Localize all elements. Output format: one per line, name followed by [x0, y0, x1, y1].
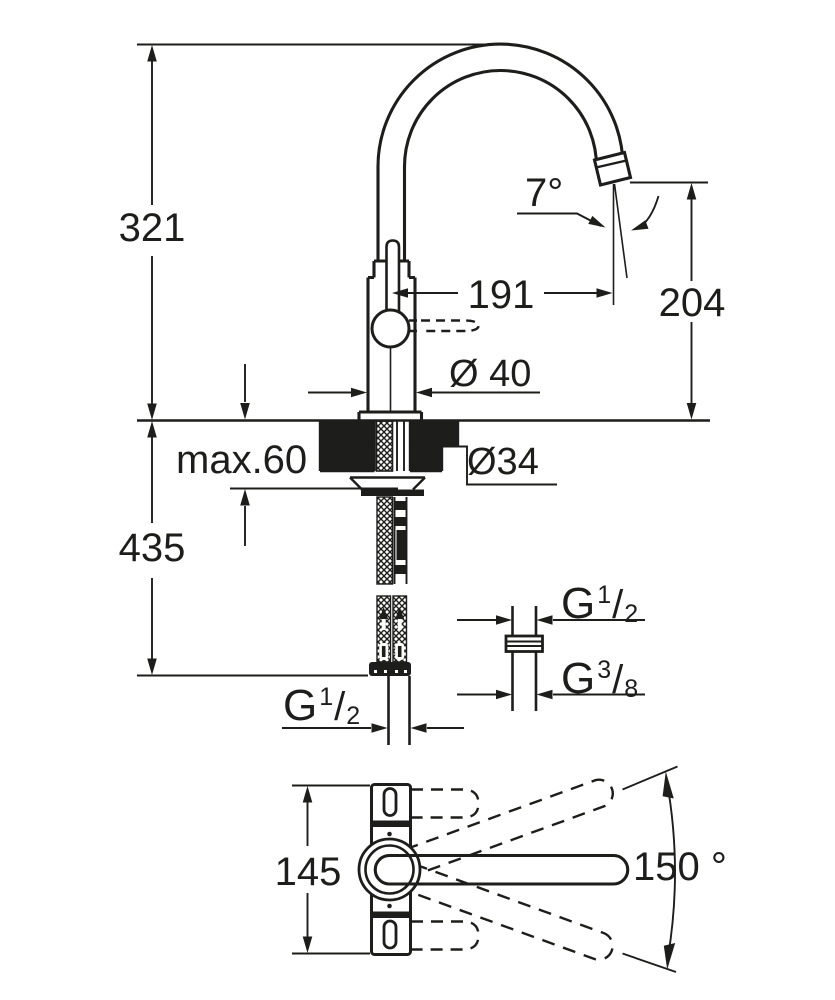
- faucet-body: [357, 239, 480, 420]
- isolation-valve-detail: [457, 606, 645, 711]
- hose-end-fitting: [369, 662, 411, 676]
- top-view-drawing: [292, 765, 678, 973]
- dim-body-diameter: [308, 387, 540, 398]
- aerator-tip: [592, 150, 633, 187]
- swivel-angle-arc: [622, 765, 678, 973]
- lever-top-view: [373, 853, 630, 886]
- lower-port-slot: [382, 919, 398, 950]
- lever-side-dashed: [421, 319, 480, 333]
- thread-supply-label: G1/2: [283, 681, 361, 730]
- lever-joint-ball: [370, 308, 411, 349]
- dim-spout-height: [147, 45, 157, 420]
- hole-diameter-bracket: [442, 445, 557, 486]
- upper-hose-dashed: [411, 788, 480, 819]
- dim-hole-diameter-label: Ø34: [467, 441, 539, 483]
- cartridge-stem: [385, 239, 401, 312]
- mounting-shank: [375, 420, 405, 472]
- dim-body-width-label: 145: [274, 850, 342, 894]
- ext-lines-145: [292, 784, 370, 955]
- thread-iso-bottom-label: G3/8: [561, 654, 639, 703]
- thread-iso-top-label: G1/2: [561, 579, 639, 628]
- lever-upper-position-dashed: [384, 778, 614, 884]
- dim-hole-diameter: [332, 441, 441, 451]
- connection-tube: [387, 676, 411, 745]
- dim-outlet-height: [686, 183, 697, 420]
- upper-port-slot: [382, 787, 398, 817]
- lower-hose-dashed: [411, 920, 480, 951]
- dim-spout-height-label: 321: [118, 206, 186, 250]
- outlet-angle-detail: [517, 183, 660, 305]
- side-view-drawing: [137, 42, 710, 745]
- swivel-angle-label: 150 °: [633, 845, 727, 889]
- dim-below-deck: [147, 421, 157, 675]
- spout: [368, 42, 633, 280]
- dim-body-diameter-label: Ø 40: [449, 353, 532, 395]
- dim-deck-thickness-label: max.60: [176, 438, 308, 482]
- dim-below-deck-label: 435: [118, 526, 186, 570]
- lever-lower-position-dashed: [384, 855, 614, 961]
- dim-deck-thickness: [230, 364, 398, 546]
- dim-projection-label: 191: [467, 273, 535, 317]
- mounting-nut: [349, 476, 426, 496]
- tube-nut: [504, 634, 544, 653]
- supply-hose: [369, 496, 411, 745]
- dim-thread-supply: [282, 723, 464, 733]
- outlet-angle-label: 7°: [525, 171, 564, 215]
- dim-outlet-height-label: 204: [658, 281, 726, 325]
- dim-body-width: [302, 786, 313, 953]
- dim-projection: [392, 288, 613, 298]
